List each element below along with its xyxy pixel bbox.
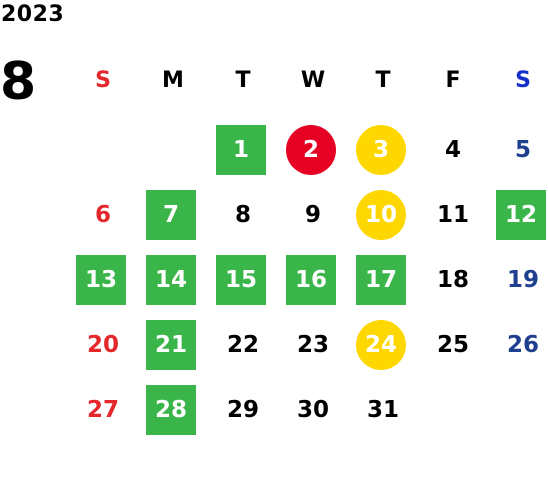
day-cell[interactable]: 5 <box>514 137 531 163</box>
day-cell[interactable]: 29 <box>226 397 259 423</box>
day-cell[interactable]: 12 <box>496 190 546 240</box>
day-cell[interactable]: 24 <box>356 320 406 370</box>
day-cell[interactable]: 27 <box>86 397 119 423</box>
day-cell[interactable]: 8 <box>234 202 251 228</box>
weekday-header-saturday: S <box>515 68 531 93</box>
day-cell[interactable]: 25 <box>436 332 469 358</box>
day-cell[interactable]: 9 <box>304 202 321 228</box>
day-cell[interactable]: 6 <box>94 202 111 228</box>
month-number: 8 <box>0 52 37 112</box>
weekday-header-sunday: S <box>95 68 111 93</box>
weekday-header-thursday: T <box>375 68 391 93</box>
year-label: 2023 <box>1 2 65 27</box>
day-cell[interactable]: 31 <box>366 397 399 423</box>
day-cell[interactable]: 1 <box>216 125 266 175</box>
day-cell[interactable]: 20 <box>86 332 119 358</box>
day-cell[interactable]: 11 <box>436 202 469 228</box>
day-cell[interactable]: 30 <box>296 397 329 423</box>
day-cell[interactable]: 2 <box>286 125 336 175</box>
weekday-header-monday: M <box>162 68 184 93</box>
day-cell[interactable]: 13 <box>76 255 126 305</box>
day-cell[interactable]: 3 <box>356 125 406 175</box>
day-cell[interactable]: 19 <box>506 267 539 293</box>
day-cell[interactable]: 22 <box>226 332 259 358</box>
day-cell[interactable]: 21 <box>146 320 196 370</box>
day-cell[interactable]: 16 <box>286 255 336 305</box>
day-cell[interactable]: 7 <box>146 190 196 240</box>
weekday-header-wednesday: W <box>300 68 326 93</box>
weekday-header-tuesday: T <box>235 68 251 93</box>
day-cell[interactable]: 17 <box>356 255 406 305</box>
day-cell[interactable]: 18 <box>436 267 469 293</box>
day-cell[interactable]: 26 <box>506 332 539 358</box>
day-cell[interactable]: 10 <box>356 190 406 240</box>
day-cell[interactable]: 4 <box>444 137 461 163</box>
day-cell[interactable]: 28 <box>146 385 196 435</box>
day-cell[interactable]: 15 <box>216 255 266 305</box>
weekday-header-friday: F <box>445 68 461 93</box>
day-cell[interactable]: 23 <box>296 332 329 358</box>
day-cell[interactable]: 14 <box>146 255 196 305</box>
